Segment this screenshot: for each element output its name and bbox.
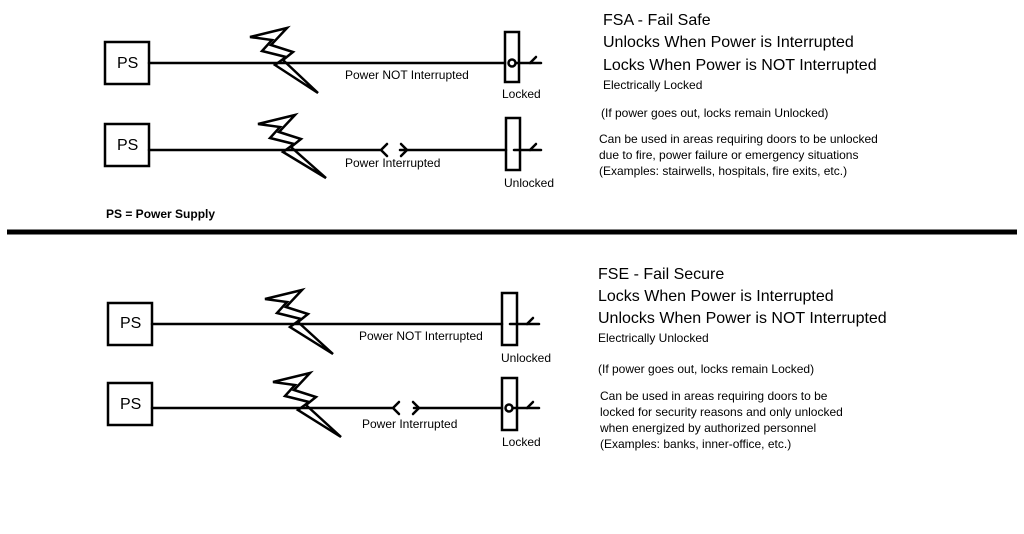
fsa-description-line: due to fire, power failure or emergency … — [599, 148, 859, 162]
lightning-bolt-icon — [272, 370, 342, 439]
lock-body — [503, 30, 521, 84]
lightning-bolt-icon — [249, 25, 319, 95]
power-status-label: Power Interrupted — [362, 417, 458, 431]
fsa-note: (If power goes out, locks remain Unlocke… — [601, 106, 829, 120]
power-status-label: Power NOT Interrupted — [359, 329, 483, 343]
power-supply-label: PS — [117, 55, 139, 72]
fse-line1: Locks When Power is Interrupted — [598, 288, 834, 305]
break-open-mark — [379, 142, 389, 158]
break-close-mark — [399, 142, 409, 158]
power-status-label: Power NOT Interrupted — [345, 68, 469, 82]
lock-state-label: Unlocked — [501, 351, 552, 365]
power-supply-box — [106, 381, 154, 427]
lock-body — [504, 116, 522, 172]
legend-label: PS = Power Supply — [106, 207, 216, 221]
break-open-mark — [391, 400, 401, 416]
fsa-description-line: (Examples: stairwells, hospitals, fire e… — [599, 164, 848, 178]
fse-description-line: when energized by authorized personnel — [600, 421, 817, 435]
fse-note: (If power goes out, locks remain Locked) — [598, 362, 815, 376]
fse-title: FSE - Fail Secure — [598, 266, 725, 283]
power-supply-label: PS — [120, 315, 142, 332]
lightning-bolt-icon — [257, 112, 327, 180]
lightning-bolt-icon — [264, 287, 334, 356]
lock-state-label: Locked — [502, 87, 541, 101]
fse-description-line: Can be used in areas requiring doors to … — [600, 389, 828, 403]
fse-description-line: (Examples: banks, inner-office, etc.) — [600, 437, 792, 451]
power-supply-box — [103, 122, 151, 168]
fsa-title: FSA - Fail Safe — [603, 12, 711, 29]
fse-subtitle: Electrically Unlocked — [598, 331, 709, 345]
fsa-description-line: Can be used in areas requiring doors to … — [599, 132, 878, 146]
break-close-mark — [411, 400, 421, 416]
lock-bolt — [507, 58, 517, 68]
lock-body — [500, 376, 519, 432]
fse-description-line: locked for security reasons and only unl… — [600, 405, 843, 419]
power-supply-label: PS — [120, 396, 142, 413]
fsa-line1: Unlocks When Power is Interrupted — [603, 34, 854, 51]
power-status-label: Power Interrupted — [345, 156, 441, 170]
lock-state-label: Unlocked — [504, 176, 555, 190]
fse-line2: Unlocks When Power is NOT Interrupted — [598, 310, 887, 327]
fsa-line2: Locks When Power is NOT Interrupted — [603, 57, 877, 74]
lock-state-label: Locked — [502, 435, 541, 449]
fsa-subtitle: Electrically Locked — [603, 78, 703, 92]
lock-bolt — [504, 403, 514, 413]
lock-body — [500, 291, 519, 347]
power-supply-label: PS — [117, 137, 139, 154]
